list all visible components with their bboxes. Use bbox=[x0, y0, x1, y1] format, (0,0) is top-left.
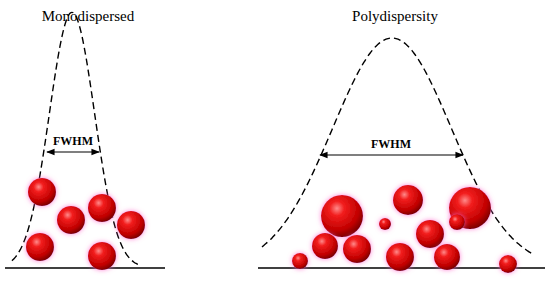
fwhm-arrow bbox=[47, 151, 99, 152]
particle bbox=[28, 178, 56, 206]
particle bbox=[434, 244, 460, 270]
particle bbox=[312, 233, 338, 259]
particle bbox=[88, 194, 116, 222]
baseline bbox=[5, 267, 165, 268]
particle bbox=[386, 243, 414, 271]
particle bbox=[449, 187, 491, 229]
fwhm-arrow bbox=[320, 154, 463, 155]
panel-title: Polydispersity bbox=[352, 8, 438, 25]
particle bbox=[343, 235, 371, 263]
particle bbox=[26, 233, 54, 261]
fwhm-label: FWHM bbox=[53, 134, 93, 149]
fwhm-label: FWHM bbox=[371, 137, 411, 152]
particle bbox=[292, 253, 308, 269]
panel-title: Monodispersed bbox=[42, 8, 135, 25]
particle bbox=[379, 218, 391, 230]
particle bbox=[416, 220, 444, 248]
particle bbox=[393, 185, 423, 215]
particle bbox=[321, 195, 363, 237]
distribution-curve bbox=[262, 38, 532, 254]
particle bbox=[449, 214, 465, 230]
particle bbox=[117, 211, 145, 239]
particle bbox=[499, 255, 517, 273]
particle bbox=[88, 242, 116, 270]
particle bbox=[57, 206, 85, 234]
